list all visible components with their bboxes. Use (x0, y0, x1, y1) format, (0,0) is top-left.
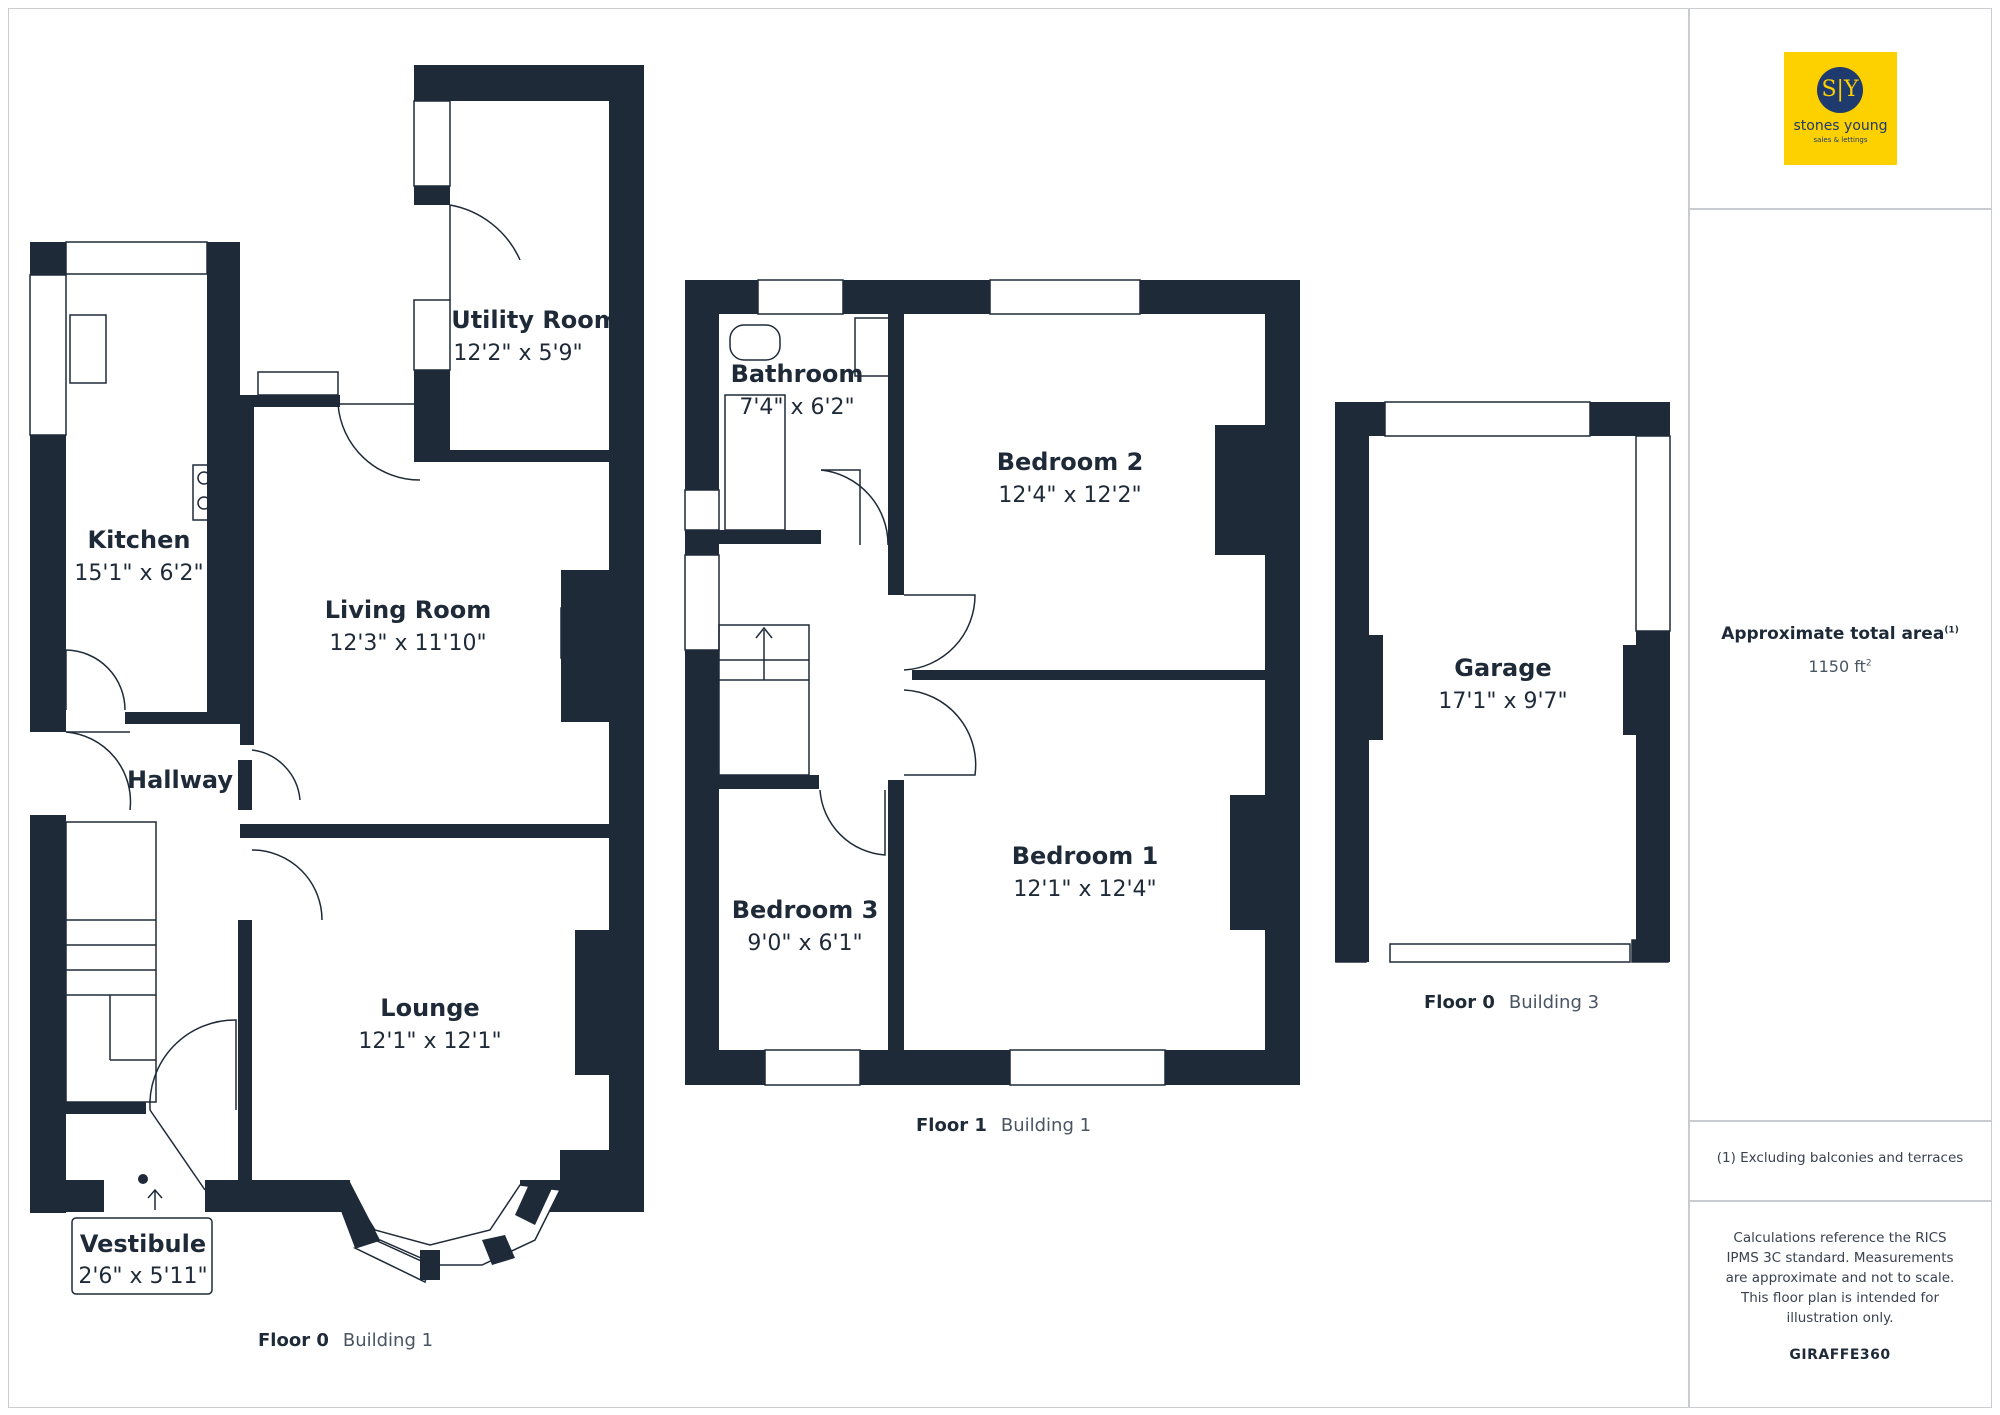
garage-name: Garage (1454, 654, 1551, 682)
bedroom-3-name: Bedroom 3 (732, 896, 879, 924)
vestibule-entrance (71, 1188, 213, 1295)
living-room-name: Living Room (325, 596, 491, 624)
ground-floor-fixtures (29, 100, 609, 1266)
kitchen-dim: 15'1" x 6'2" (74, 561, 203, 586)
garage-dim: 17'1" x 9'7" (1438, 689, 1567, 714)
utility-room-name: Utility Room (451, 306, 619, 334)
ground-floor-label: Floor 0 Building 1 (258, 1330, 433, 1351)
garage-floor-number: Floor 0 (1424, 992, 1495, 1013)
brand-mark: GIRAFFE360 (1789, 1347, 1891, 1363)
bedroom-2-name: Bedroom 2 (997, 448, 1144, 476)
sidebar-rule-1 (1688, 208, 1992, 210)
lounge-name: Lounge (380, 994, 479, 1022)
logo-tagline: sales & lettings (1813, 136, 1868, 144)
first-floor-fixtures (684, 279, 1166, 1086)
page-frame (8, 8, 1992, 1408)
garage-floor-building: Building 3 (1508, 992, 1600, 1013)
company-logo: S|Y stones young sales & lettings (1784, 52, 1897, 165)
sidebar-divider (1688, 8, 1690, 1408)
first-floor-building: Building 1 (1000, 1115, 1092, 1136)
logo-name: stones young (1793, 118, 1888, 134)
disclaimer: Calculations reference the RICS IPMS 3C … (1725, 1230, 1955, 1326)
garage-floor-label: Floor 0 Building 3 (1424, 992, 1599, 1013)
bay-window (330, 1182, 555, 1284)
hallway-name: Hallway (127, 766, 233, 794)
bedroom-1-name: Bedroom 1 (1012, 842, 1159, 870)
vestibule-dim: 2'6" x 5'11" (78, 1264, 207, 1289)
garage-walls (1335, 402, 1670, 962)
kitchen-name: Kitchen (88, 526, 191, 554)
area-footnote: (1) Excluding balconies and terraces (1716, 1150, 1964, 1166)
first-floor-label: Floor 1 Building 1 (916, 1115, 1091, 1136)
ground-floor-number: Floor 0 (258, 1330, 329, 1351)
garage-fixtures (1335, 401, 1671, 963)
bathroom-dim: 7'4" x 6'2" (739, 395, 854, 420)
lounge-dim: 12'1" x 12'1" (358, 1029, 501, 1054)
room-labels: Utility Room 12'2" x 5'9" Kitchen 15'1" … (74, 306, 1567, 1289)
living-room-dim: 12'3" x 11'10" (329, 631, 486, 656)
bedroom-1-dim: 12'1" x 12'4" (1013, 877, 1156, 902)
bedroom-3-dim: 9'0" x 6'1" (747, 931, 862, 956)
bathroom-name: Bathroom (731, 360, 864, 388)
total-area-title: Approximate total area(1) (1721, 624, 1959, 644)
total-area-value: 1150 ft2 (1808, 657, 1872, 676)
sidebar-rule-2 (1688, 1120, 1992, 1122)
first-floor-number: Floor 1 (916, 1115, 987, 1136)
sidebar-rule-3 (1688, 1200, 1992, 1202)
utility-room-dim: 12'2" x 5'9" (453, 341, 582, 366)
ground-floor-building: Building 1 (342, 1330, 434, 1351)
vestibule-name: Vestibule (80, 1230, 206, 1258)
logo-monogram: S|Y (1817, 67, 1863, 113)
bedroom-2-dim: 12'4" x 12'2" (998, 483, 1141, 508)
